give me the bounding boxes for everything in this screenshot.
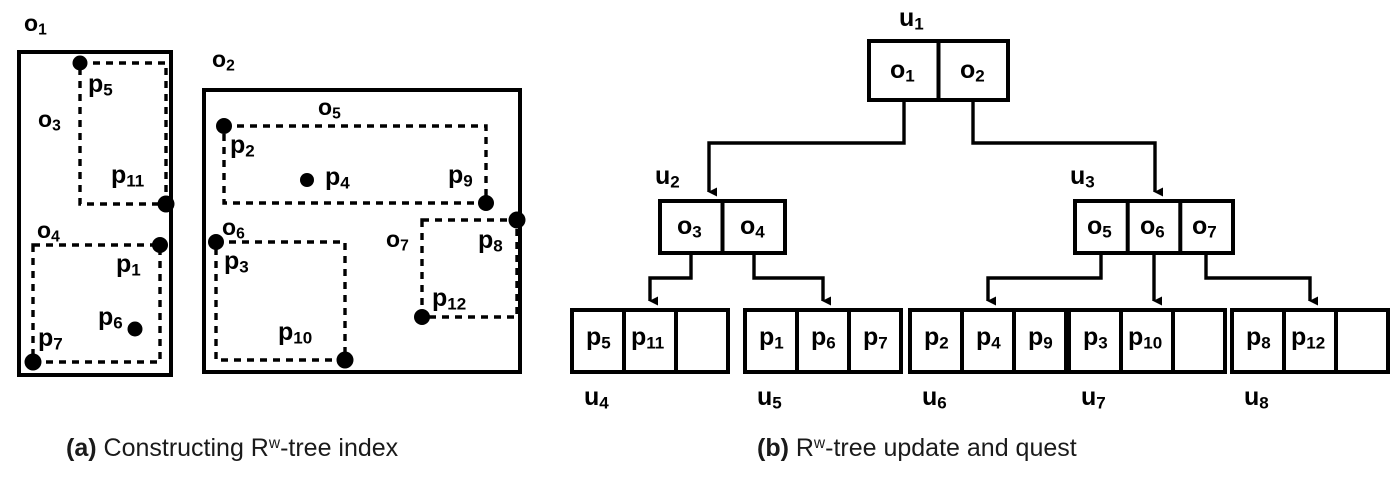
cell-u3-1[interactable]: o6	[1140, 212, 1165, 242]
cell-u7-0[interactable]: p3	[1083, 323, 1108, 353]
panel-a-geometry	[17, 50, 526, 377]
node-u5-box	[743, 308, 903, 374]
point-p2	[216, 118, 232, 134]
node-label-u8: u8	[1244, 383, 1269, 413]
node-label-u3: u3	[1070, 162, 1095, 192]
cell-u6-0[interactable]: p2	[924, 323, 949, 353]
panel-b-edges	[648, 100, 1318, 306]
mbr-label-o3: o3	[38, 106, 61, 135]
mbr-o3-rect	[78, 61, 168, 206]
cell-u6-1[interactable]: p4	[976, 323, 1001, 353]
point-p8	[508, 211, 526, 229]
mbr-label-o4: o4	[37, 217, 60, 246]
cell-u7-1[interactable]: p10	[1128, 323, 1163, 353]
point-label-p10: p10	[278, 318, 313, 348]
cell-u3-0[interactable]: o5	[1087, 212, 1112, 242]
cell-u8-0[interactable]: p8	[1246, 323, 1271, 353]
node-u8-box	[1230, 308, 1390, 374]
cell-u6-2[interactable]: p9	[1028, 323, 1053, 353]
edge-u3-o5-to-u6	[986, 253, 1103, 306]
point-p10	[336, 351, 354, 369]
cell-u2-1[interactable]: o4	[740, 212, 765, 242]
node-label-u2: u2	[655, 162, 680, 192]
point-p3	[208, 234, 224, 250]
point-label-p5: p5	[88, 70, 113, 100]
mbr-o1-rect	[17, 50, 173, 377]
cell-u5-1[interactable]: p6	[811, 323, 836, 353]
edge-u3-o7-to-u8	[1204, 253, 1318, 306]
cell-u1-1[interactable]: o2	[960, 56, 985, 86]
cell-u3-2[interactable]: o7	[1192, 212, 1217, 242]
cell-u5-2[interactable]: p7	[863, 323, 888, 353]
cell-u1-0[interactable]: o1	[890, 56, 915, 86]
point-label-p6: p6	[98, 303, 123, 333]
mbr-o5-rect	[222, 124, 488, 205]
mbr-label-o6: o6	[222, 214, 245, 243]
cell-u4-1[interactable]: p11	[631, 323, 665, 353]
cell-u4-0[interactable]: p5	[586, 323, 611, 353]
node-label-u7: u7	[1081, 383, 1106, 413]
point-p9	[478, 195, 494, 211]
edge-u2-o3-to-u4	[648, 253, 693, 306]
point-label-p9: p9	[448, 161, 473, 191]
point-label-p12: p12	[432, 284, 467, 314]
node-u7-box	[1067, 308, 1227, 374]
point-p12	[414, 309, 430, 325]
mbr-label-o5: o5	[318, 94, 341, 123]
mbr-o2-rect	[202, 88, 522, 374]
point-p1	[152, 237, 168, 253]
point-p11	[157, 195, 175, 213]
point-label-p7: p7	[38, 324, 63, 354]
node-label-u1: u1	[899, 4, 924, 34]
panel-b-geometry	[570, 39, 1390, 374]
mbr-o4-rect	[31, 243, 162, 364]
cell-u2-0[interactable]: o3	[677, 212, 702, 242]
cell-u5-0[interactable]: p1	[759, 323, 784, 353]
mbr-label-o7: o7	[386, 226, 409, 255]
edge-u2-o4-to-u5	[752, 253, 831, 306]
mbr-label-o2: o2	[212, 46, 235, 75]
point-p5	[72, 55, 88, 71]
node-u6-box	[908, 308, 1068, 374]
mbr-label-o1: o1	[24, 10, 47, 39]
caption-panel-b: (b) Rw-tree update and quest	[757, 434, 1077, 462]
point-label-p3: p3	[224, 247, 249, 277]
cell-u8-1[interactable]: p12	[1291, 323, 1326, 353]
point-label-p11: p11	[111, 161, 145, 191]
node-u4-box	[570, 308, 730, 374]
point-p4	[300, 173, 314, 187]
node-label-u6: u6	[922, 383, 947, 413]
point-label-p2: p2	[230, 131, 255, 161]
mbr-o6-rect	[214, 240, 347, 362]
mbr-o7-rect	[420, 218, 519, 319]
point-label-p1: p1	[116, 250, 141, 280]
edge-u1-o2-to-u3	[971, 100, 1163, 197]
edge-u1-o1-to-u2	[707, 100, 906, 197]
point-label-p4: p4	[325, 163, 350, 193]
node-label-u5: u5	[757, 383, 782, 413]
caption-panel-a: (a) Constructing Rw-tree index	[66, 434, 399, 462]
node-label-u4: u4	[584, 383, 609, 413]
point-p7	[24, 353, 42, 371]
point-label-p8: p8	[478, 226, 503, 256]
point-p6	[127, 321, 143, 337]
